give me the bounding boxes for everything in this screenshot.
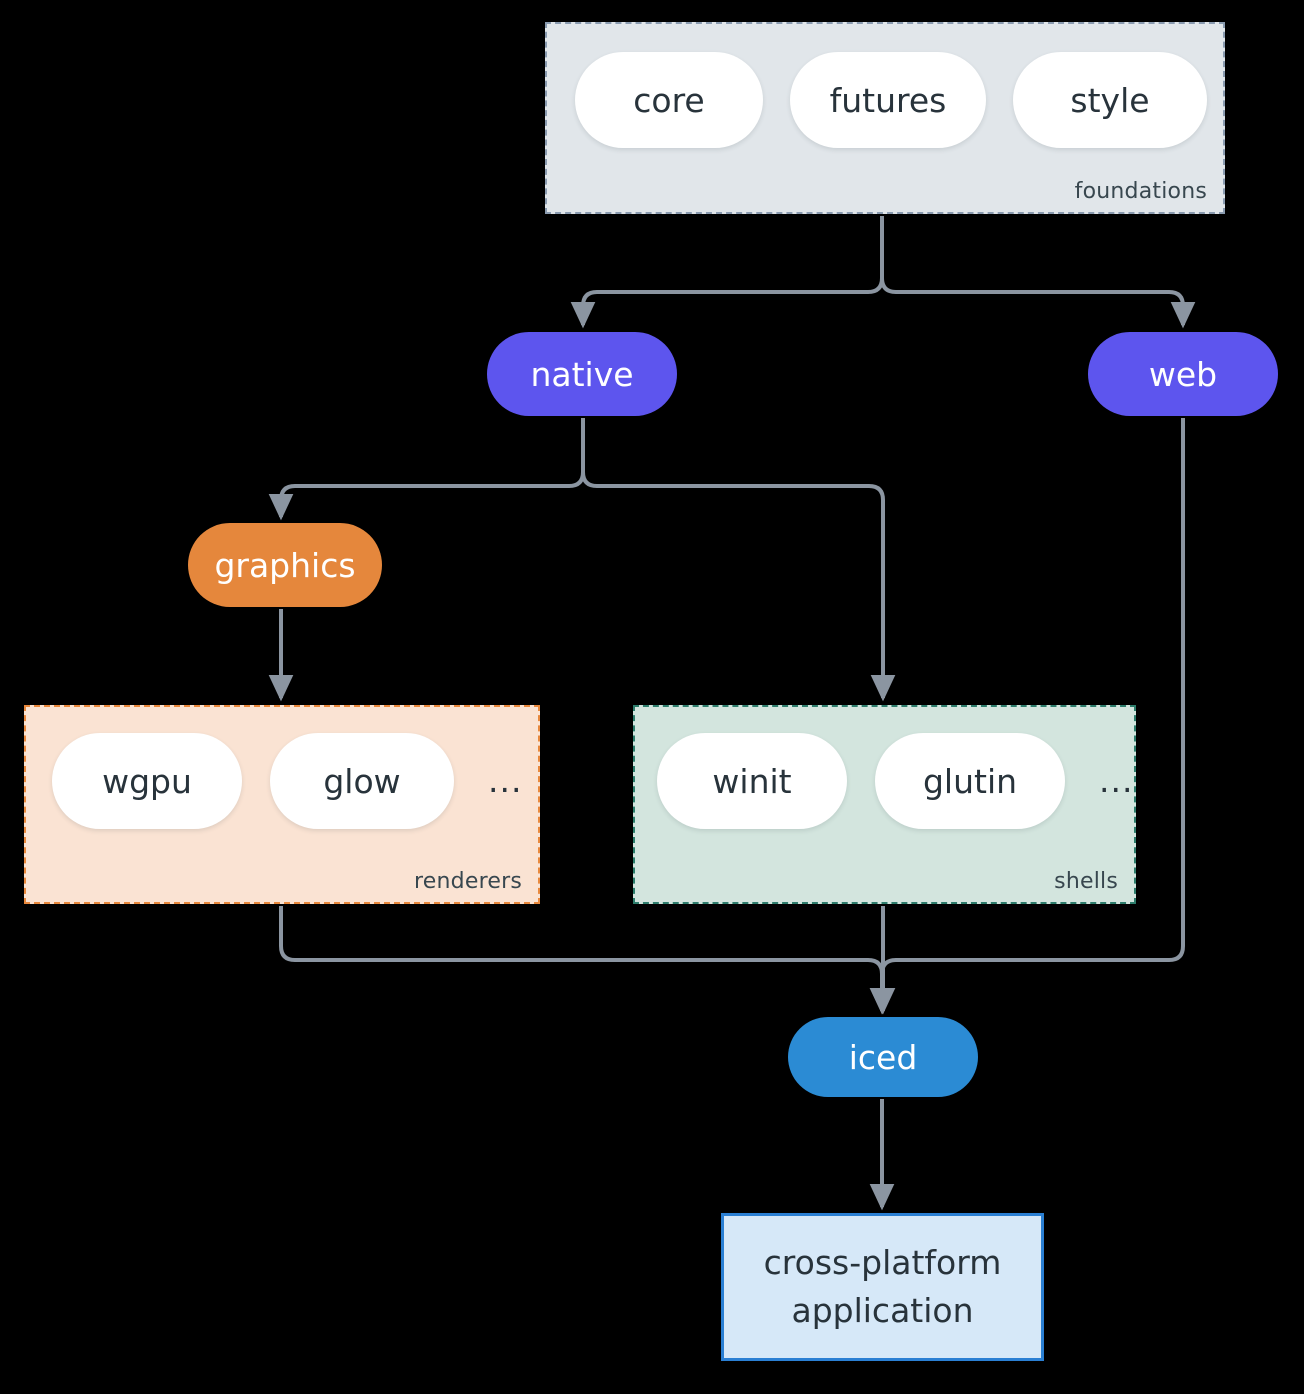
edge-foundations-web bbox=[880, 216, 1196, 329]
edge-renderers-iced bbox=[279, 906, 895, 1015]
node-graphics[interactable]: graphics bbox=[188, 523, 382, 607]
group-foundations-members: core futures style bbox=[575, 52, 1207, 148]
node-style[interactable]: style bbox=[1013, 52, 1207, 148]
node-glow[interactable]: glow bbox=[270, 733, 454, 829]
application-label-line2: application bbox=[791, 1291, 974, 1330]
node-style-label: style bbox=[1070, 80, 1150, 120]
group-renderers-members: wgpu glow ... bbox=[52, 733, 522, 829]
group-renderers: wgpu glow ... renderers bbox=[24, 705, 540, 904]
node-graphics-label: graphics bbox=[214, 545, 356, 585]
node-native[interactable]: native bbox=[487, 332, 677, 416]
node-futures-label: futures bbox=[829, 80, 947, 120]
node-core-label: core bbox=[633, 80, 705, 120]
node-wgpu-label: wgpu bbox=[102, 761, 192, 801]
edge-native-shells bbox=[581, 418, 896, 702]
node-cross-platform-application[interactable]: cross-platform application bbox=[721, 1213, 1044, 1361]
edge-native-graphics bbox=[268, 418, 585, 521]
node-web[interactable]: web bbox=[1088, 332, 1278, 416]
application-label-line1: cross-platform bbox=[763, 1243, 1002, 1283]
group-shells-members: winit glutin ... bbox=[657, 733, 1133, 829]
group-shells: winit glutin ... shells bbox=[633, 705, 1136, 904]
node-winit[interactable]: winit bbox=[657, 733, 847, 829]
node-web-label: web bbox=[1148, 354, 1218, 394]
node-glutin[interactable]: glutin bbox=[875, 733, 1065, 829]
node-glutin-label: glutin bbox=[922, 761, 1018, 801]
group-shells-label: shells bbox=[1054, 869, 1118, 894]
node-wgpu[interactable]: wgpu bbox=[52, 733, 242, 829]
node-iced[interactable]: iced bbox=[788, 1017, 978, 1097]
node-native-label: native bbox=[530, 354, 634, 394]
group-foundations-label: foundations bbox=[1074, 179, 1207, 204]
node-futures[interactable]: futures bbox=[790, 52, 986, 148]
node-winit-label: winit bbox=[712, 761, 792, 801]
renderers-more-ellipsis: ... bbox=[488, 761, 523, 800]
group-foundations: core futures style foundations bbox=[545, 22, 1225, 214]
node-glow-label: glow bbox=[323, 761, 401, 801]
node-core[interactable]: core bbox=[575, 52, 763, 148]
node-iced-label: iced bbox=[848, 1037, 918, 1077]
shells-more-ellipsis: ... bbox=[1099, 761, 1134, 800]
edge-foundations-native bbox=[570, 216, 884, 329]
group-renderers-label: renderers bbox=[414, 869, 522, 894]
